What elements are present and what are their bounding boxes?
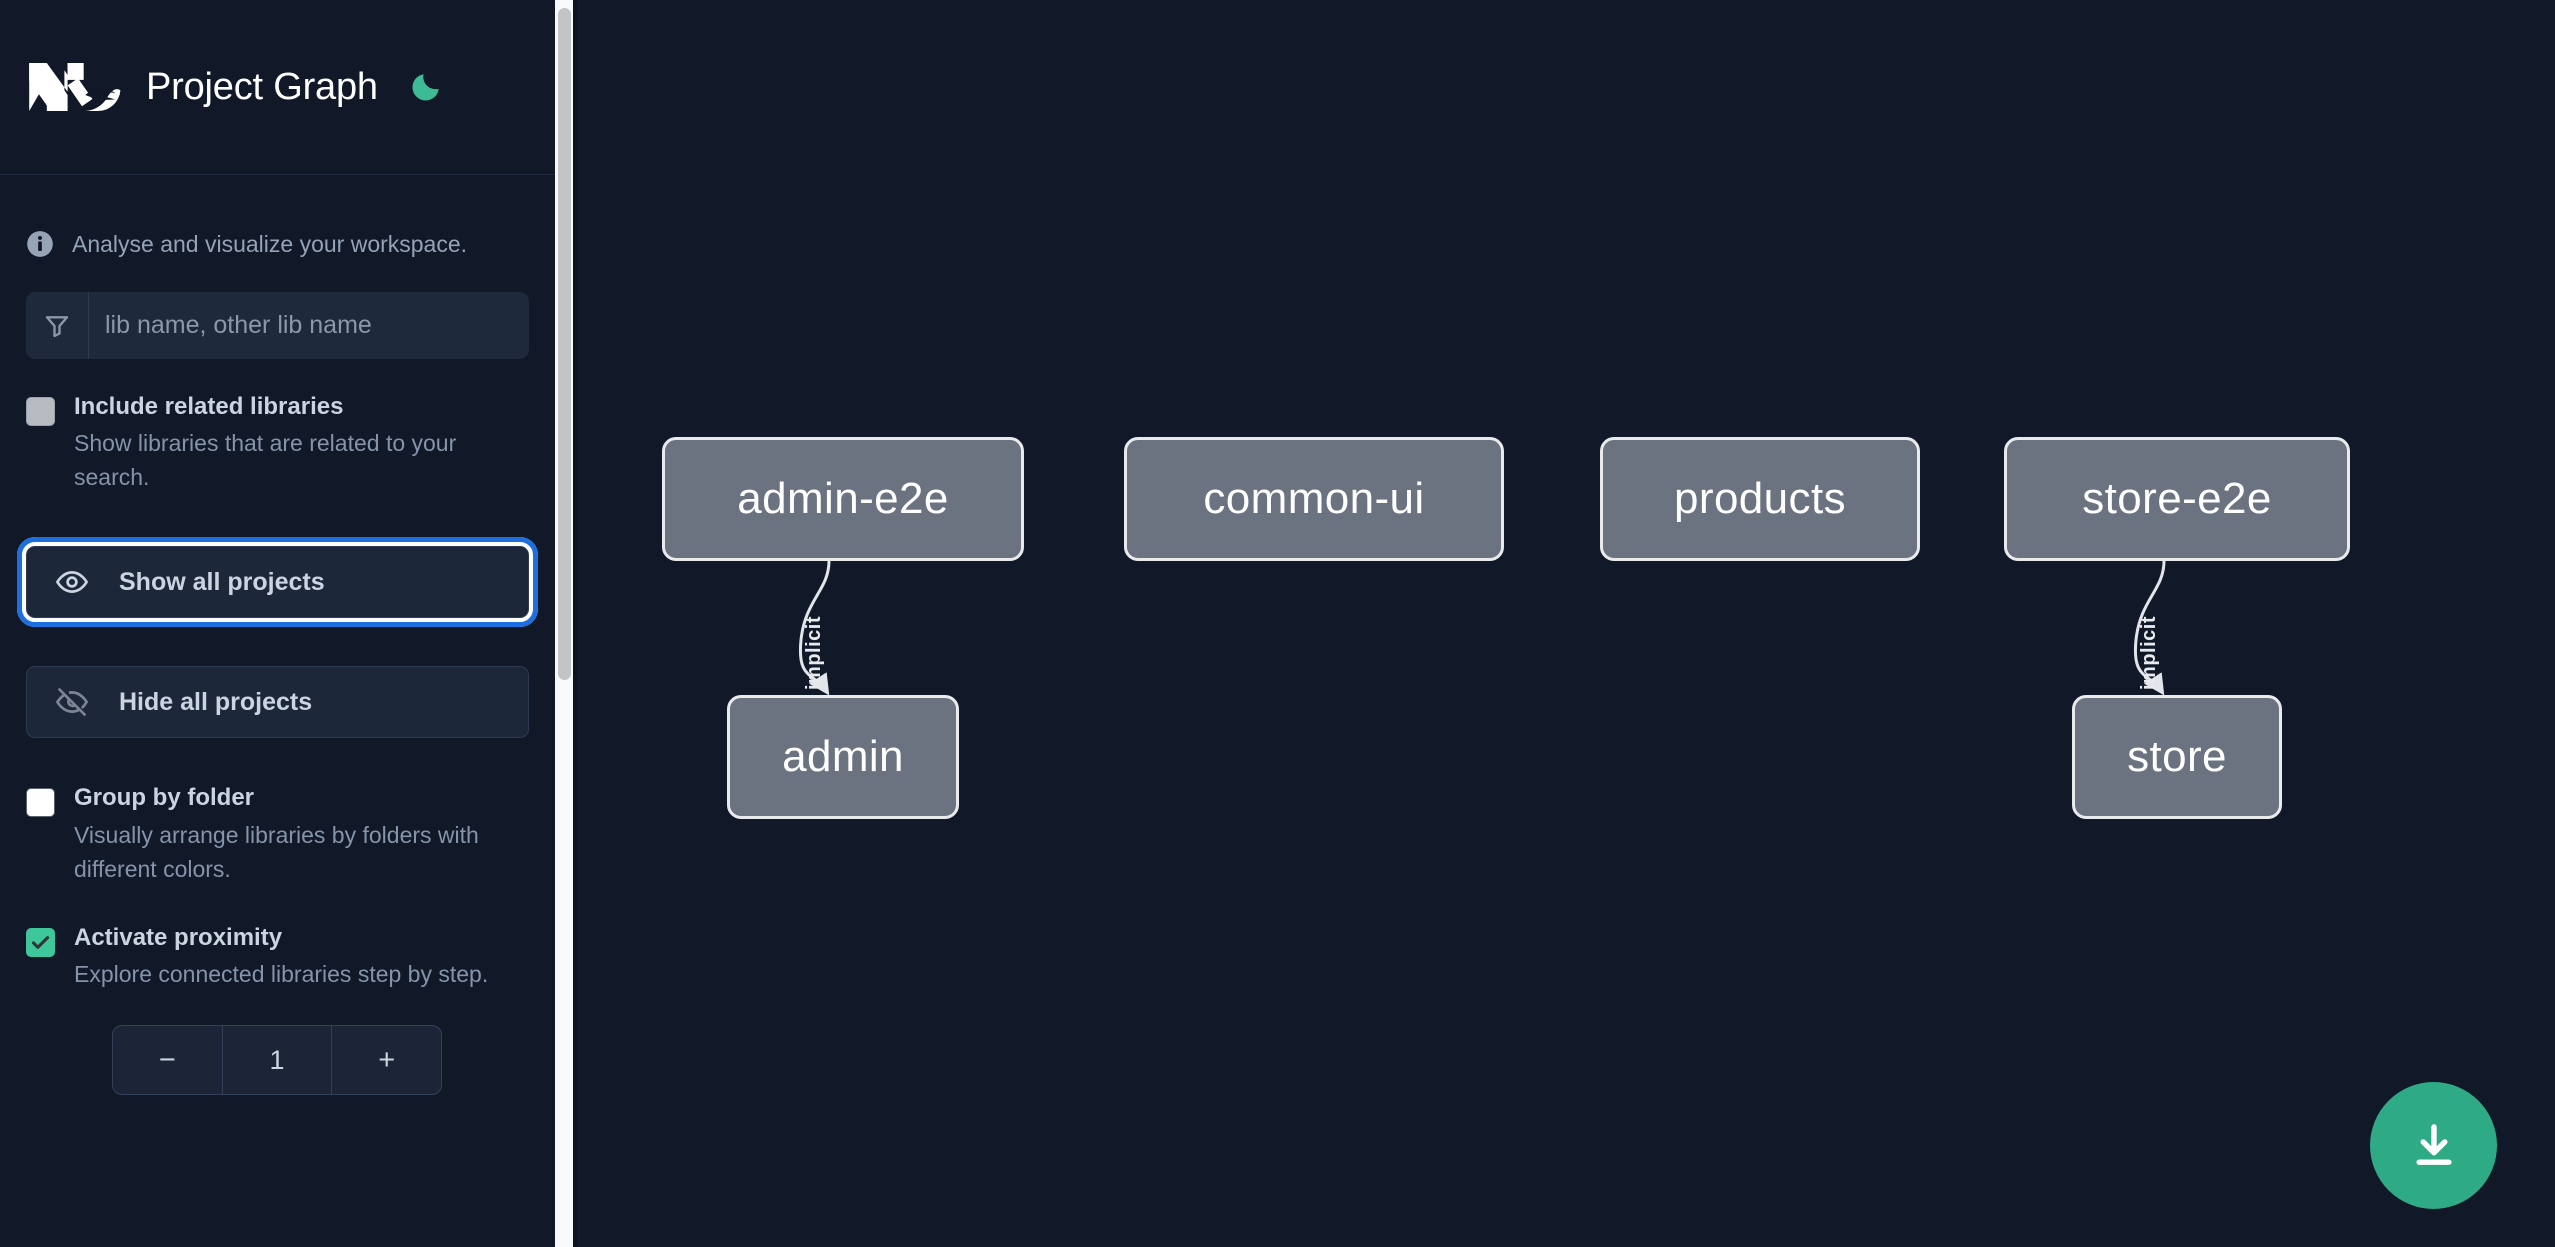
sidebar-tagline-text: Analyse and visualize your workspace. — [72, 230, 468, 257]
graph-node-admin[interactable]: admin — [727, 695, 959, 819]
proximity-decrement-button[interactable]: − — [158, 1043, 176, 1076]
sidebar-header: Project Graph — [0, 0, 555, 175]
eye-off-icon-glyph — [55, 688, 89, 717]
activate-proximity-checkbox[interactable] — [26, 927, 55, 957]
moon-icon-glyph — [412, 74, 439, 101]
hide-all-projects-button[interactable]: Hide all projects — [26, 666, 529, 739]
option-title: Activate proximity — [74, 923, 283, 951]
graph-node-store-e2e[interactable]: store-e2e — [2004, 437, 2350, 561]
show-all-projects-button[interactable]: Show all projects — [17, 537, 538, 628]
proximity-stepper: − 1 + — [112, 1025, 442, 1096]
option-description: Explore connected libraries step by step… — [74, 961, 489, 988]
page-title: Project Graph — [146, 65, 378, 108]
option-title: Include related libraries — [74, 393, 344, 420]
graph-node-store[interactable]: store — [2072, 695, 2282, 819]
funnel-icon — [26, 292, 89, 359]
option-activate-proximity[interactable]: Activate proximity Explore connected lib… — [0, 922, 555, 991]
graph-node-admin-e2e[interactable]: admin-e2e — [662, 437, 1024, 561]
edge-label-implicit-store: implicit — [2138, 615, 2160, 690]
graph-node-products[interactable]: products — [1600, 437, 1920, 561]
proximity-increment-button[interactable]: + — [378, 1043, 396, 1076]
moon-icon[interactable] — [404, 65, 448, 109]
show-all-projects-label: Show all projects — [119, 567, 325, 596]
download-button[interactable] — [2370, 1082, 2497, 1209]
hide-all-projects-label: Hide all projects — [119, 687, 313, 716]
eye-off-icon — [55, 685, 93, 719]
sidebar-scrollbar-thumb[interactable] — [558, 8, 571, 680]
graph-node-common-ui[interactable]: common-ui — [1124, 437, 1504, 561]
option-description: Visually arrange libraries by folders wi… — [74, 821, 479, 882]
eye-icon — [55, 565, 93, 599]
option-text-block: Include related libraries Show libraries… — [74, 391, 514, 494]
hide-all-projects-wrapper: Hide all projects — [0, 666, 555, 739]
sidebar-divider — [573, 0, 577, 1247]
option-title: Group by folder — [74, 784, 254, 812]
check-icon — [31, 936, 50, 949]
download-icon — [2415, 1123, 2452, 1165]
info-icon — [27, 231, 53, 257]
option-text-block: Group by folder Visually arrange librari… — [74, 782, 514, 885]
group-by-folder-checkbox[interactable] — [26, 788, 55, 818]
funnel-icon-glyph — [45, 315, 69, 337]
proximity-value: 1 — [221, 1026, 333, 1095]
nx-logo — [29, 63, 121, 112]
sidebar-tagline: Analyse and visualize your workspace. — [0, 175, 555, 280]
search-input[interactable] — [89, 292, 529, 359]
filter-input-group[interactable] — [26, 292, 529, 359]
option-include-related-libraries[interactable]: Include related libraries Show libraries… — [0, 391, 555, 494]
graph-edges — [798, 560, 2166, 696]
eye-icon-glyph — [55, 571, 89, 594]
show-all-projects-wrapper: Show all projects — [0, 537, 555, 628]
sidebar: Project Graph Analyse and visualize your… — [0, 0, 555, 1247]
include-related-libraries-checkbox[interactable] — [26, 397, 55, 426]
edge-label-implicit-admin: implicit — [803, 615, 825, 690]
option-text-block: Activate proximity Explore connected lib… — [74, 922, 488, 991]
option-description: Show libraries that are related to your … — [74, 430, 457, 491]
graph-canvas[interactable]: admin-e2e common-ui products store-e2e a… — [577, 0, 2555, 1247]
option-group-by-folder[interactable]: Group by folder Visually arrange librari… — [0, 782, 555, 885]
